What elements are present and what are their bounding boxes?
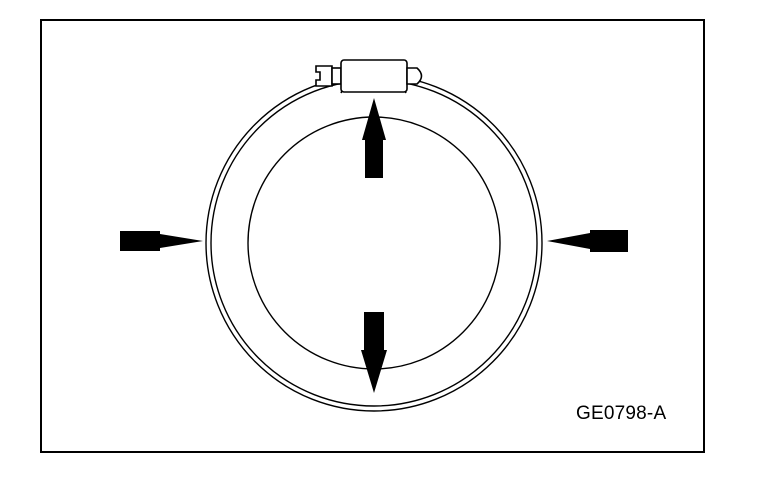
left-arrow-icon [120,231,203,251]
figure-code-label: GE0798-A [576,403,667,424]
right-arrow-icon [547,230,628,252]
screw-tip [406,67,423,85]
bottom-arrow-icon [361,312,387,393]
screw-head [315,65,333,87]
clamp-screw-housing [315,59,423,94]
housing-body [340,59,408,93]
top-arrow-icon [362,98,386,178]
screw-shank [331,67,342,85]
force-arrows [120,98,628,393]
